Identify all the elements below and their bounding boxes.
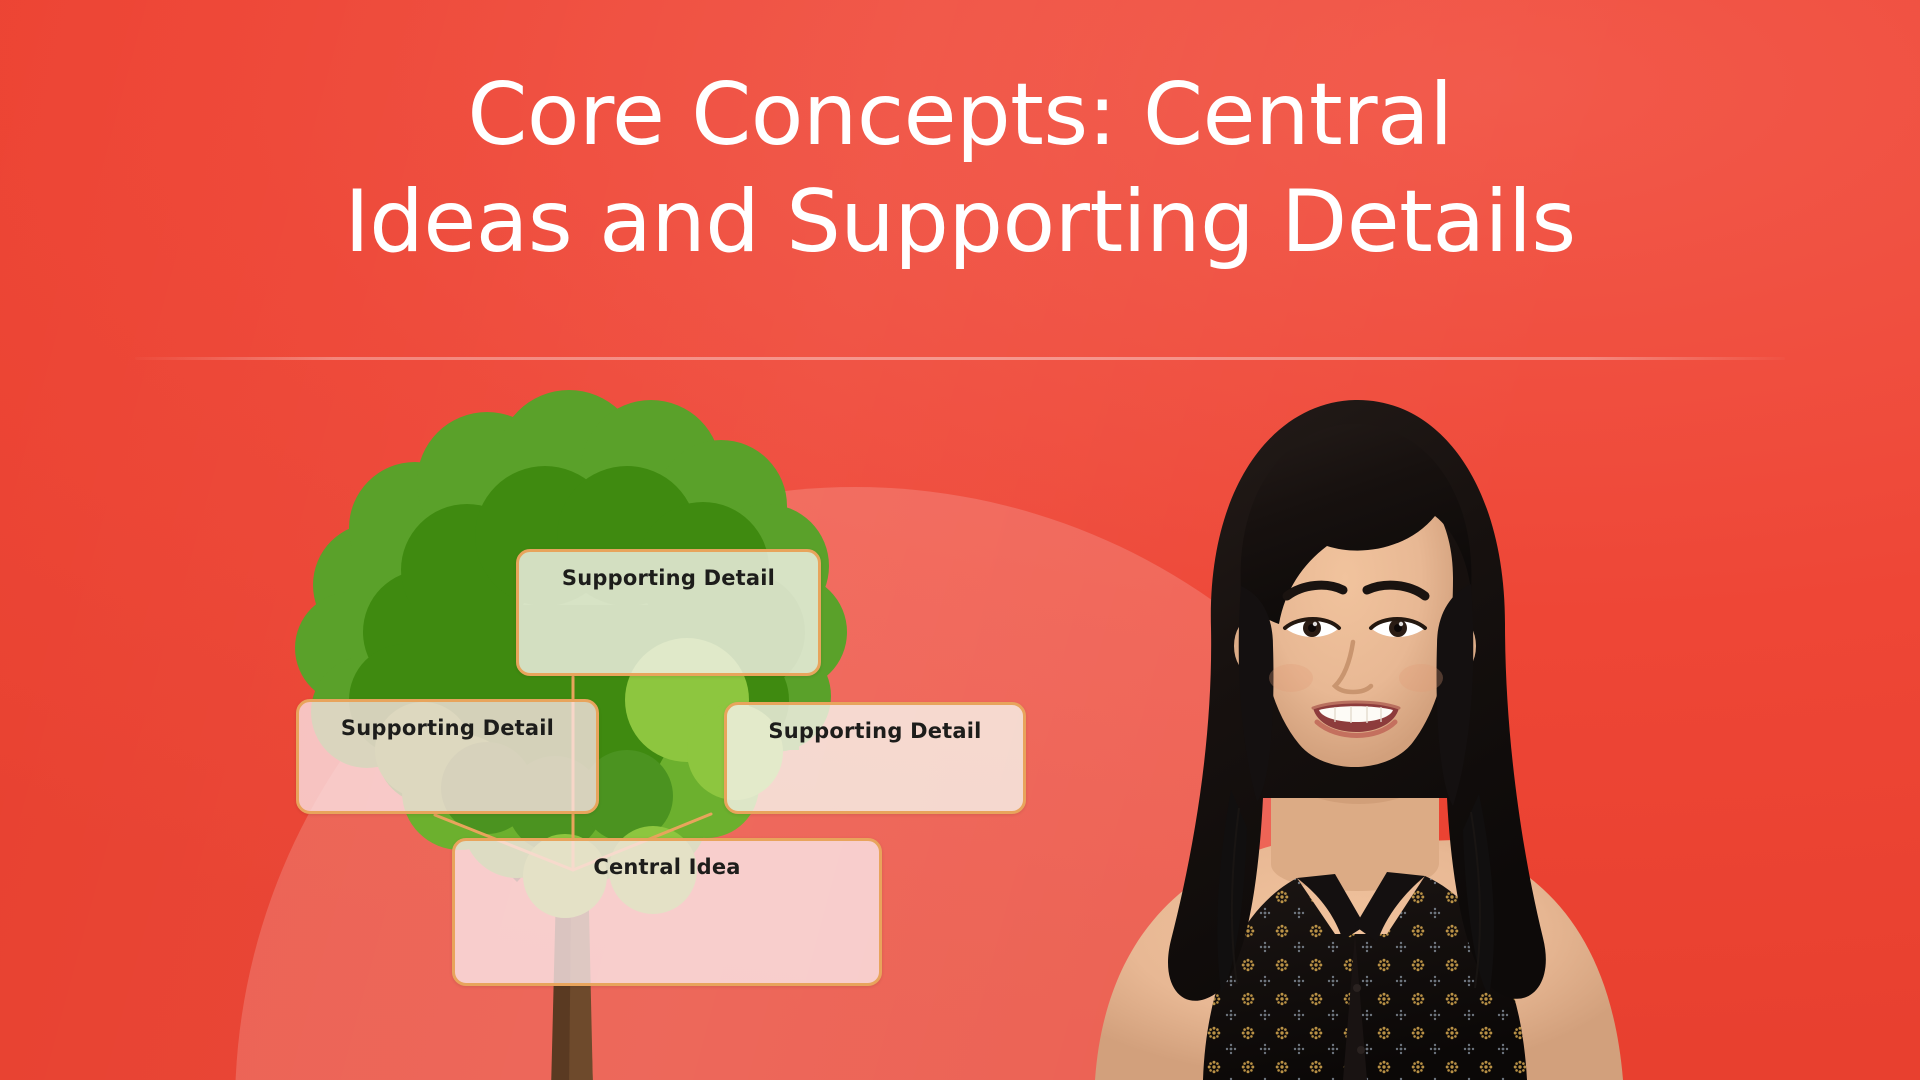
card-supporting-detail-right[interactable]: Supporting Detail (724, 702, 1026, 814)
card-supporting-detail-top[interactable]: Supporting Detail (516, 549, 821, 676)
title-line-1: Core Concepts: Central (467, 65, 1453, 165)
presenter-mouth (1311, 700, 1401, 738)
card-central-idea[interactable]: Central Idea (452, 838, 882, 986)
presenter-eyes (1283, 617, 1427, 637)
title-divider (135, 357, 1785, 360)
card-label: Central Idea (593, 855, 741, 879)
card-label: Supporting Detail (561, 566, 776, 590)
presenter-video (1035, 378, 1665, 1080)
card-label: Supporting Detail (340, 716, 555, 740)
presenter-fringe (1240, 424, 1472, 624)
title-line-2: Ideas and Supporting Details (344, 171, 1576, 272)
card-supporting-detail-left[interactable]: Supporting Detail (296, 699, 599, 814)
slide-title: Core Concepts: Central Ideas and Support… (0, 62, 1920, 275)
card-label: Supporting Detail (768, 719, 982, 743)
